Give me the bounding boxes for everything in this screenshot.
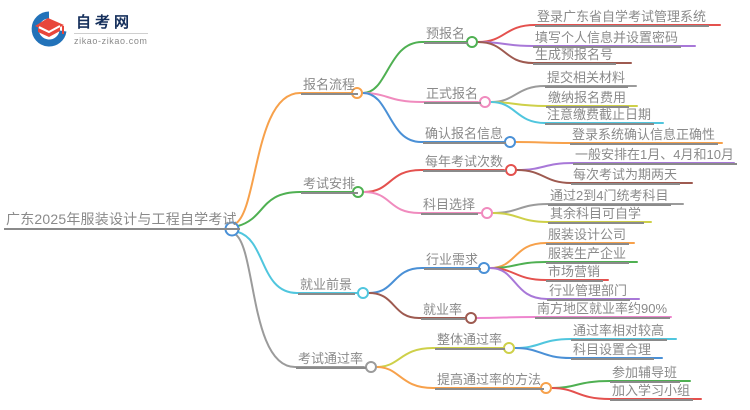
node-improve-methods[interactable]: 提高通过率的方法: [435, 373, 545, 390]
node-formal-registration[interactable]: 正式报名: [424, 87, 482, 104]
root-node[interactable]: 广东2025年服装设计与工程自学考试: [4, 212, 240, 230]
leaf-generate-prereg-number[interactable]: 生成预报名号: [533, 48, 617, 65]
branch-exam-schedule[interactable]: 考试安排: [301, 177, 359, 194]
leaf-exam-months[interactable]: 一般安排在1月、4月和10月: [573, 148, 737, 165]
site-name: 自考网: [76, 14, 134, 31]
branch-registration-process[interactable]: 报名流程: [301, 78, 359, 95]
node-industry-demand[interactable]: 行业需求: [424, 253, 482, 270]
node-employment-rate[interactable]: 就业率: [421, 303, 466, 320]
leaf-relatively-high-rate[interactable]: 通过率相对较高: [571, 324, 668, 341]
leaf-marketing[interactable]: 市场营销: [546, 265, 604, 282]
leaf-payment-deadline[interactable]: 注意缴费截止日期: [545, 108, 655, 125]
leaf-reasonable-subjects[interactable]: 科目设置合理: [571, 343, 655, 360]
leaf-login-gd-system[interactable]: 登录广东省自学考试管理系统: [535, 10, 710, 27]
branch-employment-prospects[interactable]: 就业前景: [298, 278, 356, 295]
level1-connectors: [7, 92, 365, 368]
node-subject-selection[interactable]: 科目选择: [421, 198, 479, 215]
node-overall-pass-rate[interactable]: 整体通过率: [435, 333, 506, 350]
leaf-2-4-unified-subjects[interactable]: 通过2到4门统考科目: [548, 189, 672, 206]
leaf-garment-manufacturer[interactable]: 服装生产企业: [546, 247, 630, 264]
leaf-study-group[interactable]: 加入学习小组: [610, 384, 694, 401]
leaf-fashion-design-company[interactable]: 服装设计公司: [546, 228, 630, 245]
leaf-submit-materials[interactable]: 提交相关材料: [545, 71, 629, 88]
leaf-tutoring-class[interactable]: 参加辅导班: [610, 366, 681, 383]
site-url: zikao-zikao.com: [74, 33, 148, 46]
node-exams-per-year[interactable]: 每年考试次数: [423, 155, 507, 172]
leaf-fill-info-set-password[interactable]: 填写个人信息并设置密码: [533, 31, 682, 48]
graduation-cap-icon: [31, 11, 67, 47]
node-confirm-registration-info[interactable]: 确认报名信息: [423, 127, 507, 144]
branch-pass-rate[interactable]: 考试通过率: [296, 352, 367, 369]
leaf-pay-registration-fee[interactable]: 缴纳报名费用: [546, 91, 630, 108]
leaf-login-confirm-info[interactable]: 登录系统确认信息正确性: [570, 128, 719, 145]
level3-connectors: [476, 24, 735, 400]
leaf-south-region-rate[interactable]: 南方地区就业率约90%: [535, 302, 671, 319]
leaf-exam-two-days[interactable]: 每次考试为期两天: [571, 168, 681, 185]
node-pre-registration[interactable]: 预报名: [424, 27, 469, 44]
leaf-industry-management[interactable]: 行业管理部门: [547, 284, 631, 301]
logo-text: 自考网 zikao-zikao.com: [74, 14, 148, 46]
site-logo[interactable]: 自考网 zikao-zikao.com: [30, 10, 148, 50]
leaf-other-subjects-self-study[interactable]: 其余科目可自学: [548, 207, 645, 224]
level2-connectors: [362, 41, 541, 389]
